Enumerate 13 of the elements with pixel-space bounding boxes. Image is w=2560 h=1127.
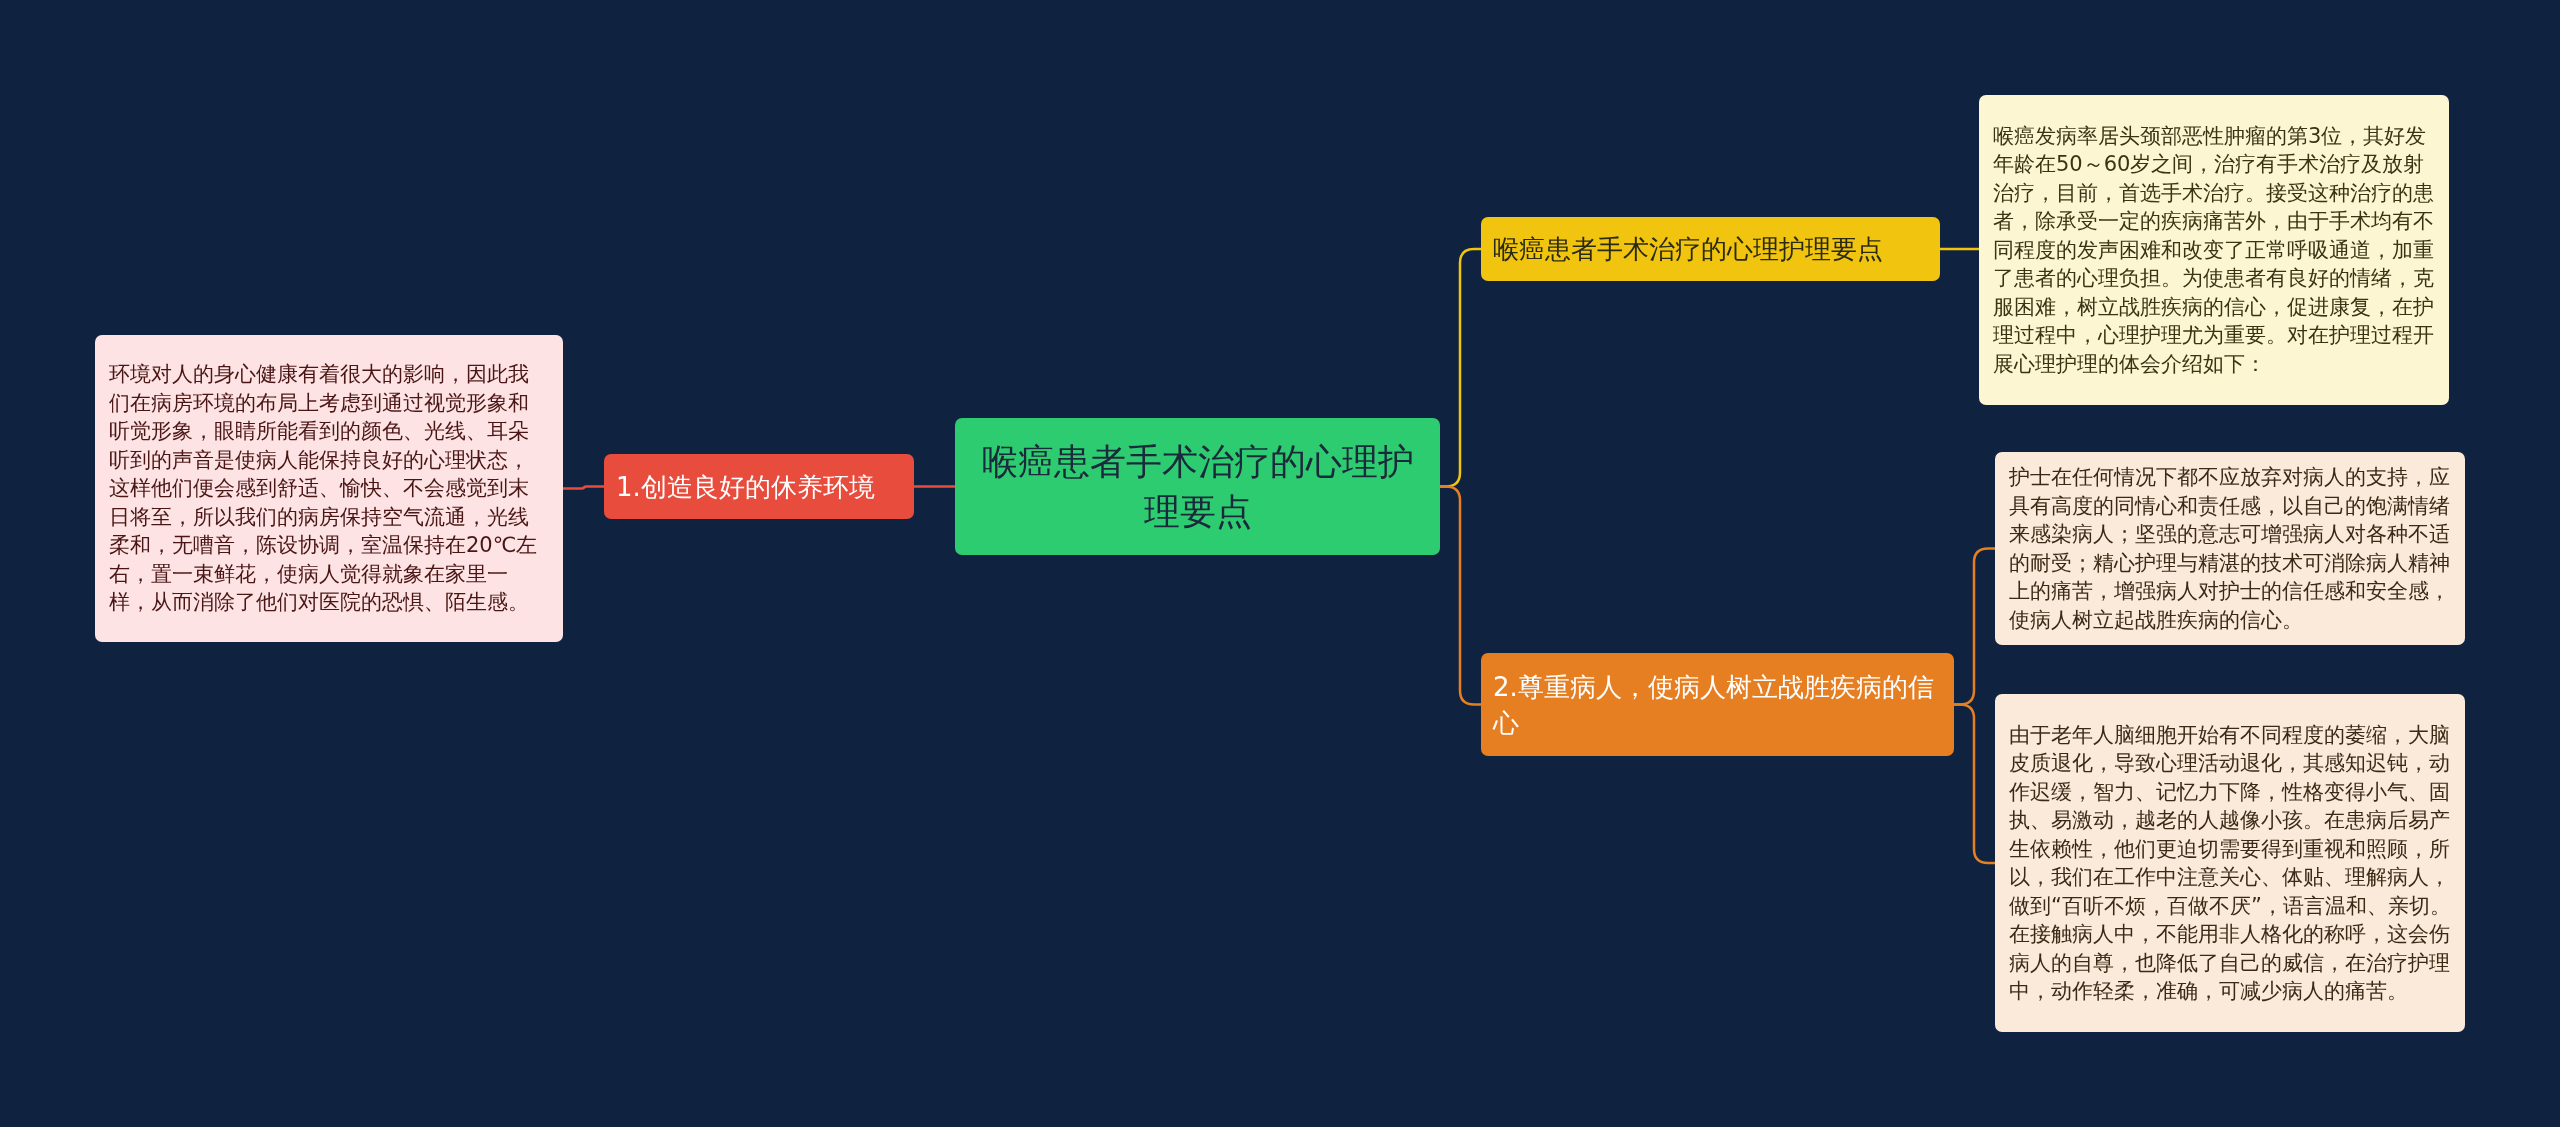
note-box: 喉癌发病率居头颈部恶性肿瘤的第3位，其好发年龄在50～60岁之间，治疗有手术治疗及放射治疗，目前，首选手术治疗。接受这种治疗的患者，除承受一定的疾病痛苦外，由于手术均有不同程度的发声困难和改变了正常呼吸通道，加重了患者的心理负担。为使患者有良好的情绪，克服困难，树立战胜疾病的信心，促进康复，在护理过程中，心理护理尤为重要。对在护理过程开展心理护理的体会介绍如下： bbox=[1979, 95, 2449, 405]
note-box: 护士在任何情况下都不应放弃对病人的支持，应具有高度的同情心和责任感，以自己的饱满情绪来感染病人；坚强的意志可增强病人对各种不适的耐受；精心护理与精湛的技术可消除病人精神上的痛苦，增强病人对护士的信任感和安全感，使病人树立起战胜疾病的信心。 bbox=[1995, 452, 2465, 645]
connector-line bbox=[914, 485, 955, 488]
note-box: 环境对人的身心健康有着很大的影响，因此我们在病房环境的布局上考虑到通过视觉形象和听觉形象，眼睛所能看到的颜色、光线、耳朵听到的声音是使病人能保持良好的心理状态，这样他们便会感到舒适、愉快、不会感觉到末日将至，所以我们的病房保持空气流通，光线柔和，无嘈音，陈设协调，室温保持在20℃左右，置一束鲜花，使病人觉得就象在家里一样，从而消除了他们对医院的恐惧、陌生感。 bbox=[95, 335, 563, 642]
connector-line bbox=[1954, 703, 1995, 865]
branch-box: 1.创造良好的休养环境 bbox=[604, 454, 914, 519]
branch-box: 喉癌患者手术治疗的心理护理要点 bbox=[1481, 217, 1940, 281]
topic-box: 喉癌患者手术治疗的心理护理要点 bbox=[955, 418, 1440, 555]
note-box: 由于老年人脑细胞开始有不同程度的萎缩，大脑皮质退化，导致心理活动退化，其感知迟钝，动作迟缓，智力、记忆力下降，性格变得小气、固执、易激动，越老的人越像小孩。在患病后易产生依赖性，他们更迫切需要得到重视和照顾，所以，我们在工作中注意关心、体贴、理解病人，做到“百听不烦，百做不厌”，语言温和、亲切。在接触病人中，不能用非人格化的称呼，这会伤病人的自尊，也降低了自己的威信，在治疗护理中，动作轻柔，准确，可减少病人的痛苦。 bbox=[1995, 694, 2465, 1032]
connector-line bbox=[1440, 485, 1481, 706]
branch-box: 2.尊重病人，使病人树立战胜疾病的信心 bbox=[1481, 653, 1954, 756]
connector-line bbox=[563, 485, 604, 490]
connector-line bbox=[1940, 247, 1979, 251]
